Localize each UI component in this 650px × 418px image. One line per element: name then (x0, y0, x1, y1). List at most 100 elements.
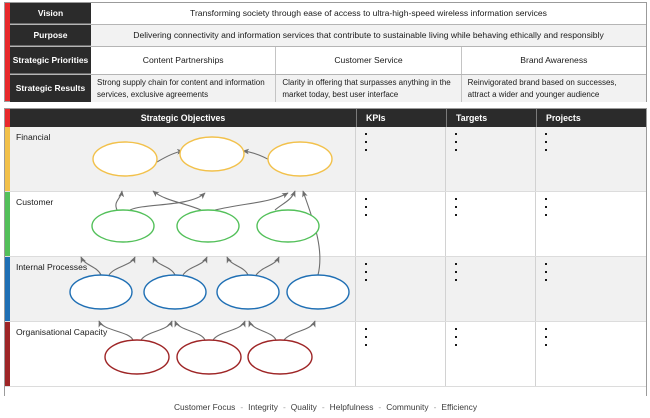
result-cell-1: Strong supply chain for content and info… (91, 75, 277, 102)
perspective-label-internal-processes: Internal Processes (16, 262, 88, 272)
bullet (365, 344, 367, 346)
bullet (365, 141, 367, 143)
bullet-list (365, 133, 367, 157)
bullet-list (455, 328, 457, 352)
kpis-cell-customer[interactable] (356, 192, 446, 256)
bullet (455, 279, 457, 281)
bullet (545, 214, 547, 216)
bullet-list (365, 263, 367, 287)
result-cell-3: Reinvigorated brand based on successes, … (461, 75, 646, 102)
kpis-cell-internal-processes[interactable] (356, 257, 446, 321)
perspective-accent-customer (5, 192, 10, 256)
bullet (365, 279, 367, 281)
bullet (545, 344, 547, 346)
strategic-results-row: Strategic Results Strong supply chain fo… (10, 75, 646, 102)
value-separator: - (433, 401, 437, 412)
purpose-row: Purpose Delivering connectivity and info… (10, 25, 646, 47)
bullet (545, 263, 547, 265)
bullet (545, 206, 547, 208)
core-values-strip: Customer Focus - Integrity - Quality - H… (4, 396, 647, 417)
bullet (365, 271, 367, 273)
kpis-cell-financial[interactable] (356, 127, 446, 191)
objectives-cell-organisational-capacity: Organisational Capacity (10, 322, 356, 386)
column-header-projects: Projects (536, 109, 646, 127)
strategic-priorities-label: Strategic Priorities (10, 47, 91, 74)
bullet-list (455, 263, 457, 287)
bullet (545, 133, 547, 135)
purpose-label: Purpose (10, 25, 91, 46)
value-item-4: Helpfulness (329, 401, 374, 412)
result-cell-2: Clarity in offering that surpasses anyth… (276, 75, 462, 102)
column-header-targets: Targets (446, 109, 536, 127)
perspective-row-organisational-capacity: Organisational Capacity (5, 322, 646, 387)
perspective-row-internal-processes: Internal Processes (5, 257, 646, 322)
bullet-list (545, 263, 547, 287)
bullet (545, 336, 547, 338)
perspective-accent-organisational-capacity (5, 322, 10, 386)
perspective-row-customer: Customer (5, 192, 646, 257)
projects-cell-internal-processes[interactable] (536, 257, 646, 321)
strategy-map-table: Strategic Objectives KPIs Targets Projec… (4, 108, 647, 415)
objectives-cell-internal-processes: Internal Processes (10, 257, 356, 321)
value-separator: - (378, 401, 382, 412)
bullet (545, 271, 547, 273)
projects-cell-financial[interactable] (536, 127, 646, 191)
bullet (365, 198, 367, 200)
bullet (455, 206, 457, 208)
vision-text: Transforming society through ease of acc… (190, 7, 547, 18)
targets-cell-customer[interactable] (446, 192, 536, 256)
bullet (455, 133, 457, 135)
value-item-1: Customer Focus (173, 401, 236, 412)
perspective-accent-internal-processes (5, 257, 10, 321)
bullet-list (365, 328, 367, 352)
column-header-objectives: Strategic Objectives (140, 113, 226, 123)
value-separator: - (282, 401, 286, 412)
bullet (545, 279, 547, 281)
perspective-label-customer: Customer (16, 197, 54, 207)
perspective-label-financial: Financial (16, 132, 51, 142)
kpis-cell-organisational-capacity[interactable] (356, 322, 446, 386)
value-item-6: Efficiency (441, 401, 478, 412)
value-item-2: Integrity (248, 401, 278, 412)
strategic-results-label: Strategic Results (10, 75, 91, 102)
bullet (365, 149, 367, 151)
projects-cell-customer[interactable] (536, 192, 646, 256)
bullet (545, 198, 547, 200)
bullet (365, 263, 367, 265)
objectives-cell-customer: Customer (10, 192, 356, 256)
value-item-3: Quality (290, 401, 317, 412)
bullet (455, 271, 457, 273)
targets-cell-organisational-capacity[interactable] (446, 322, 536, 386)
priority-cell-1: Content Partnerships (91, 47, 277, 74)
map-column-header: Strategic Objectives KPIs Targets Projec… (5, 109, 646, 127)
map-header-accent-bar (5, 109, 10, 127)
bullet (455, 336, 457, 338)
bullet (455, 263, 457, 265)
bullet (545, 328, 547, 330)
value-item-5: Community (386, 401, 429, 412)
bullet (455, 344, 457, 346)
bullet-list (455, 133, 457, 157)
header-accent-bar (5, 3, 10, 101)
bullet (545, 149, 547, 151)
bullet (365, 336, 367, 338)
strategy-header-table: Vision Transforming society through ease… (4, 2, 647, 102)
projects-cell-organisational-capacity[interactable] (536, 322, 646, 386)
bullet (365, 214, 367, 216)
targets-cell-internal-processes[interactable] (446, 257, 536, 321)
bullet (455, 149, 457, 151)
bullet-list (545, 198, 547, 222)
bullet (365, 328, 367, 330)
bullet (365, 133, 367, 135)
priority-cell-3: Brand Awareness (520, 54, 588, 65)
perspective-label-organisational-capacity: Organisational Capacity (16, 327, 108, 337)
value-separator: - (321, 401, 325, 412)
vision-row: Vision Transforming society through ease… (10, 3, 646, 25)
bullet-list (455, 198, 457, 222)
purpose-text: Delivering connectivity and information … (91, 25, 646, 46)
bullet-list (365, 198, 367, 222)
bullet (455, 328, 457, 330)
vision-label: Vision (10, 3, 91, 24)
targets-cell-financial[interactable] (446, 127, 536, 191)
